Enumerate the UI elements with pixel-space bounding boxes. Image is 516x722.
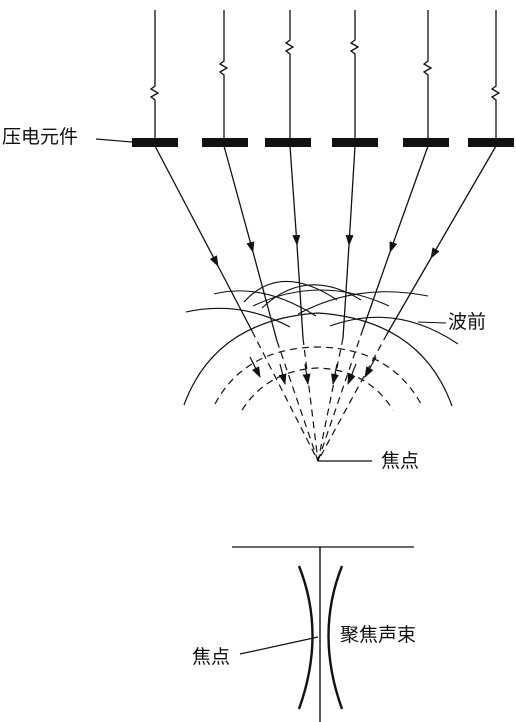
- focus-bottom-leader-line: [239, 636, 319, 655]
- signal-wire-2: [218, 10, 229, 140]
- focused-beam-diagram: [232, 546, 414, 722]
- signal-wire-6: [490, 10, 501, 140]
- ray-5-upper: [389, 145, 429, 253]
- signal-wire-5: [422, 10, 433, 140]
- ray-2-mid: [252, 251, 278, 342]
- wavefront-label: 波前: [448, 311, 487, 333]
- lower-arrowheads: [249, 356, 377, 385]
- piezo-elements: [132, 138, 514, 147]
- ray-3-lower: [302, 337, 319, 462]
- ray-6-mid: [386, 257, 432, 335]
- ray-6-upper: [430, 145, 497, 259]
- ray-2-upper: [223, 145, 255, 253]
- signal-wire-4: [349, 10, 360, 140]
- wavefront-dashed-1: [214, 346, 422, 405]
- beam-right-boundary: [327, 565, 344, 710]
- ray-3-upper: [289, 145, 301, 246]
- wavelet-6: [329, 316, 459, 345]
- piezo-element-label: 压电元件: [2, 126, 79, 148]
- signal-wire-3: [284, 10, 295, 140]
- piezo-element-2: [202, 138, 248, 147]
- piezo-element-1: [132, 138, 178, 147]
- wavefront-dashed-2: [241, 367, 394, 411]
- beam-left-boundary: [297, 565, 314, 710]
- ray-1-lower: [251, 330, 319, 462]
- ray-4-upper: [345, 145, 356, 246]
- focus-bottom-label: 焦点: [192, 646, 231, 668]
- wavelet-4: [261, 284, 362, 309]
- ray-1-upper: [154, 145, 219, 267]
- ray-6-lower: [317, 333, 388, 462]
- piezo-element-3: [265, 138, 311, 147]
- element-wavelets: [185, 281, 459, 345]
- wavelet-7: [252, 289, 390, 307]
- wavelet-5: [297, 291, 429, 315]
- ray-5-mid: [362, 251, 391, 330]
- rays-solid: [154, 145, 497, 342]
- wavelet-3: [243, 281, 338, 303]
- wavefront-solid: [183, 312, 453, 407]
- signal-wire-1: [149, 10, 160, 140]
- focused-beam-label: 聚焦声束: [340, 624, 417, 646]
- piezo-element-6: [468, 138, 514, 147]
- focus-top-label: 焦点: [381, 450, 420, 472]
- piezo-element-4: [332, 138, 378, 147]
- wavelet-1: [185, 307, 291, 328]
- ray-1-mid: [217, 265, 253, 332]
- piezo-leader-line: [95, 138, 133, 143]
- wavefront-leader-line: [417, 321, 447, 324]
- ray-4-lower: [317, 337, 344, 462]
- signal-wires: [149, 10, 501, 140]
- ray-2-lower: [276, 340, 319, 462]
- rays-dashed: [251, 328, 388, 462]
- wavelet-2: [213, 290, 317, 317]
- wavefronts: [183, 312, 453, 411]
- piezo-element-5: [403, 138, 449, 147]
